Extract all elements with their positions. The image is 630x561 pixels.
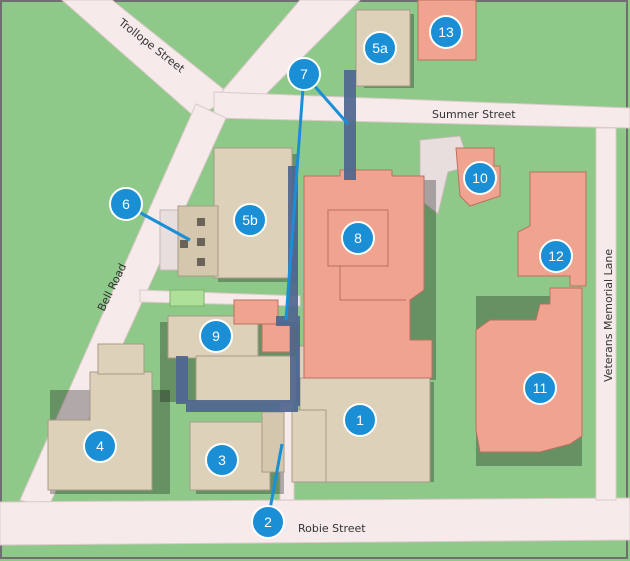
parking-bay — [197, 238, 205, 246]
marker-5b[interactable]: 5b — [233, 203, 267, 237]
parking-bay — [180, 240, 188, 248]
marker-8-circle[interactable] — [341, 221, 375, 255]
summer-street-label: Summer Street — [432, 108, 516, 121]
marker-10-label: 10 — [472, 170, 488, 186]
marker-7[interactable]: 7 — [287, 57, 321, 91]
marker-11[interactable]: 11 — [523, 371, 557, 405]
marker-2[interactable]: 2 — [251, 505, 285, 539]
marker-7-label: 7 — [300, 66, 308, 82]
marker-5b-circle[interactable] — [233, 203, 267, 237]
marker-3[interactable]: 3 — [205, 443, 239, 477]
building-9-pink-annex — [233, 299, 279, 325]
marker-6-label: 6 — [122, 196, 130, 212]
marker-8-label: 8 — [354, 230, 362, 246]
marker-1-label: 1 — [356, 412, 364, 428]
marker-10[interactable]: 10 — [463, 161, 497, 195]
marker-5b-label: 5b — [242, 212, 258, 228]
summer-street-road — [213, 91, 630, 129]
veterans-memorial-lane-label: Veterans Memorial Lane — [602, 249, 615, 382]
marker-12-label: 12 — [548, 248, 564, 264]
courtyard — [169, 289, 205, 307]
marker-12-circle[interactable] — [539, 239, 573, 273]
building-8-atrium — [327, 209, 389, 267]
marker-4-label: 4 — [96, 438, 104, 454]
walkway-left — [176, 356, 188, 404]
building-9-pink-east — [261, 323, 291, 353]
building-9-lower — [195, 355, 297, 403]
marker-6[interactable]: 6 — [109, 187, 143, 221]
marker-5a[interactable]: 5a — [363, 31, 397, 65]
marker-3-label: 3 — [218, 452, 226, 468]
marker-2-label: 2 — [264, 514, 272, 530]
marker-3-circle[interactable] — [205, 443, 239, 477]
marker-1-circle[interactable] — [343, 403, 377, 437]
marker-4[interactable]: 4 — [83, 429, 117, 463]
marker-11-label: 11 — [533, 380, 548, 396]
walkway-cross — [186, 400, 298, 412]
walkway-mid — [276, 316, 300, 326]
marker-9-circle[interactable] — [199, 319, 233, 353]
pointer-7b — [284, 73, 306, 321]
marker-12[interactable]: 12 — [539, 239, 573, 273]
building-8-roofline — [339, 266, 406, 301]
building-4-annex — [97, 343, 145, 375]
parking-bay — [197, 218, 205, 226]
walkway-north — [344, 70, 356, 180]
marker-13-circle[interactable] — [429, 15, 463, 49]
marker-9-label: 9 — [212, 328, 220, 344]
marker-5a-circle[interactable] — [363, 31, 397, 65]
robie-street-road — [0, 497, 630, 546]
marker-9[interactable]: 9 — [199, 319, 233, 353]
parking-structure — [180, 218, 205, 266]
marker-7-circle[interactable] — [287, 57, 321, 91]
hospital-buildings — [233, 0, 587, 453]
marker-1[interactable]: 1 — [343, 403, 377, 437]
walkway-south — [290, 326, 300, 406]
building-11 — [475, 287, 583, 453]
marker-2-circle[interactable] — [251, 505, 285, 539]
marker-5a-label: 5a — [372, 40, 388, 56]
parking-bay — [197, 258, 205, 266]
marker-6-circle[interactable] — [109, 187, 143, 221]
marker-4-circle[interactable] — [83, 429, 117, 463]
marker-8[interactable]: 8 — [341, 221, 375, 255]
marker-10-circle[interactable] — [463, 161, 497, 195]
building-8-details — [327, 209, 406, 301]
building-3-side — [261, 411, 285, 473]
robie-street-label: Robie Street — [298, 522, 366, 535]
marker-13-label: 13 — [438, 24, 454, 40]
marker-13[interactable]: 13 — [429, 15, 463, 49]
building-1-wing — [291, 409, 327, 483]
marker-11-circle[interactable] — [523, 371, 557, 405]
veterans-memorial-lane-road — [595, 127, 617, 501]
roads — [0, 0, 630, 546]
parking-lot — [159, 209, 179, 271]
building-8 — [303, 169, 433, 379]
